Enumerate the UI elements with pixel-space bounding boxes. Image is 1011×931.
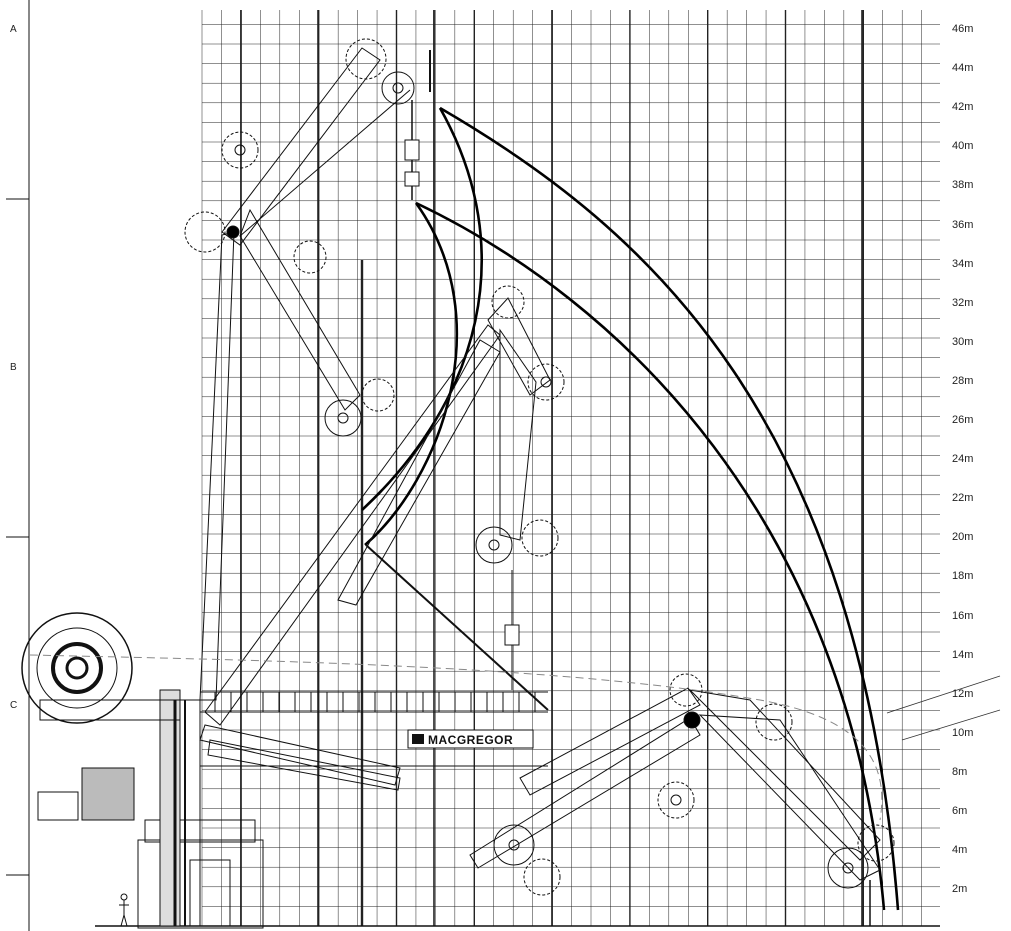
height-label: 12m (952, 687, 974, 700)
height-label: 10m (952, 726, 974, 739)
height-label: 42m (952, 101, 974, 114)
height-label: 36m (952, 218, 974, 231)
boom-mid-position (204, 285, 565, 726)
reach-envelope-arcs (361, 106, 900, 911)
brand-mark (412, 734, 424, 744)
height-label: 40m (952, 140, 974, 153)
height-grid (201, 10, 940, 927)
height-label: 28m (952, 374, 974, 387)
outer-reach-arc (439, 106, 900, 911)
scale-person (119, 893, 129, 927)
height-label: 46m (952, 23, 974, 35)
height-label: 30m (952, 335, 974, 348)
luffing-path-dashed (29, 654, 883, 821)
deck-platform (200, 691, 548, 767)
winch-drum (21, 612, 181, 821)
deck-railing (214, 692, 536, 712)
height-label: 2m (952, 883, 968, 896)
height-label: 18m (952, 570, 974, 583)
height-label: 38m (952, 179, 974, 192)
boom-high-position (184, 38, 431, 701)
height-label: 32m (952, 296, 974, 309)
sheet-frame (6, 0, 30, 931)
upper-arc-a (361, 107, 483, 511)
upper-arc-b (364, 202, 459, 546)
height-label: 44m (952, 62, 974, 75)
height-label: 8m (952, 765, 968, 778)
crane-pedestal (137, 689, 264, 929)
height-label: 14m (952, 648, 974, 661)
height-label: 22m (952, 492, 974, 505)
height-label: 26m (952, 414, 974, 426)
height-label: 4m (952, 844, 968, 857)
height-label: 24m (952, 453, 974, 466)
zone-label-c: C (10, 700, 18, 711)
height-label: 6m (952, 805, 968, 817)
zone-label-b: B (10, 362, 17, 373)
inner-reach-arc (415, 201, 886, 911)
brand-name: MACGREGOR (428, 733, 514, 747)
height-label: 20m (952, 531, 974, 544)
brand-plate (407, 729, 534, 749)
boom-low-position (199, 673, 895, 926)
height-label: 34m (952, 257, 974, 270)
reach-pointers (886, 675, 1001, 741)
zone-label-a: A (10, 24, 17, 35)
height-label: 16m (952, 609, 974, 622)
